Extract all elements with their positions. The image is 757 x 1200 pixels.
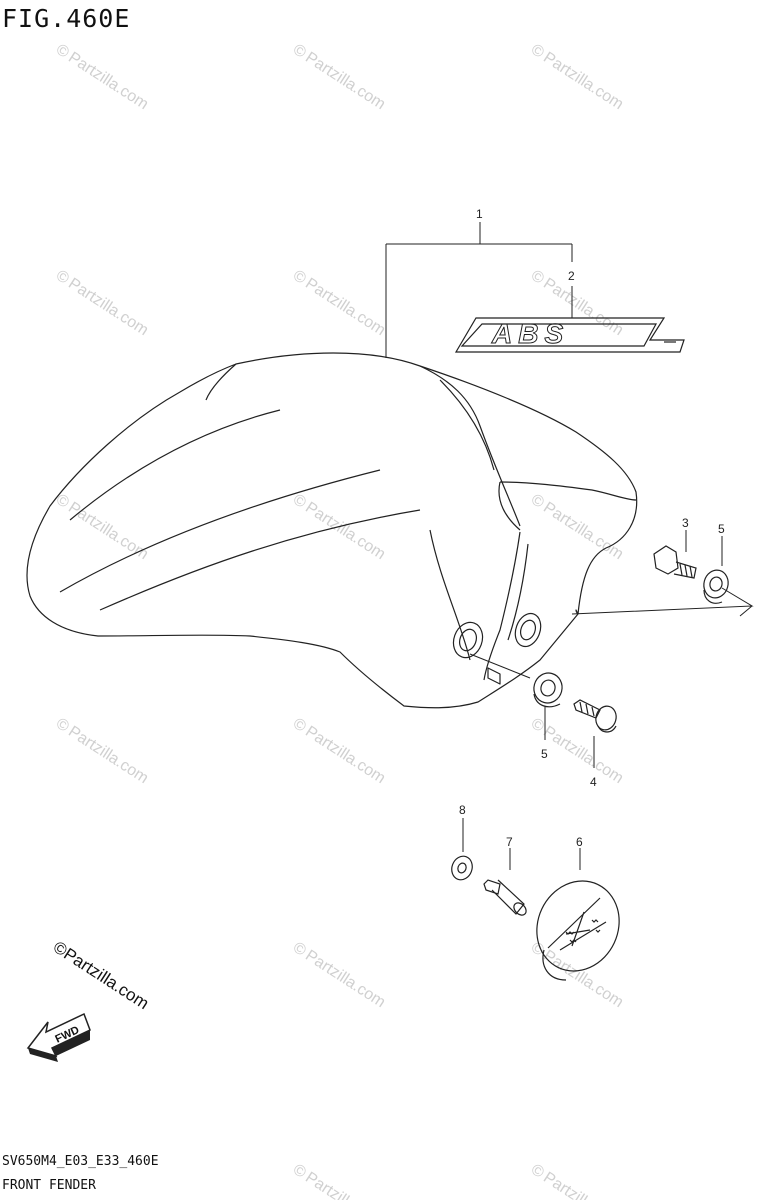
callout-2: 2 (568, 269, 575, 283)
watermark: ©Partzilla.com (290, 939, 388, 1011)
watermark: ©Partzilla.com (528, 491, 626, 563)
abs-decal-text: ABS (491, 318, 569, 349)
callout-8: 8 (459, 803, 466, 817)
abs-decal: ABS (454, 317, 685, 353)
leader-lines (385, 222, 754, 870)
watermark: ©Partzilla.com (290, 267, 388, 339)
grommet-part-5-upper (703, 569, 729, 604)
callout-4: 4 (590, 775, 597, 789)
cap-part-6 (536, 880, 620, 981)
washer-part-8 (451, 855, 473, 881)
watermark: ©Partzilla.com (290, 1161, 388, 1200)
front-fender (26, 352, 638, 709)
fwd-arrow-icon: FWD (26, 1012, 91, 1062)
callout-5-upper: 5 (718, 522, 725, 536)
watermark: ©Partzilla.com (528, 939, 626, 1011)
figure-title: FIG.460E (2, 4, 131, 33)
grommet-part-5-lower (533, 672, 563, 708)
drawing-code: SV650M4_E03_E33_460E (2, 1154, 159, 1169)
callout-7: 7 (506, 835, 513, 849)
callout-1: 1 (476, 207, 483, 221)
watermark: ©Partzilla.com (53, 41, 151, 113)
partzilla-logo: ©Partzilla.com (50, 937, 152, 1013)
watermark: ©Partzilla.com (290, 715, 388, 787)
callout-3: 3 (682, 516, 689, 530)
watermark: ©Partzilla.com (290, 491, 388, 563)
bolt-part-4 (573, 699, 617, 733)
watermark: ©Partzilla.com (290, 41, 388, 113)
callout-6: 6 (576, 835, 583, 849)
watermark: ©Partzilla.com (528, 41, 626, 113)
callout-5-lower: 5 (541, 747, 548, 761)
pin-part-7 (483, 879, 527, 916)
watermark: ©Partzilla.com (53, 715, 151, 787)
watermark: ©Partzilla.com (53, 267, 151, 339)
drawing-name: FRONT FENDER (2, 1178, 96, 1193)
bolt-part-3 (653, 545, 697, 579)
watermark: ©Partzilla.com (528, 1161, 626, 1200)
